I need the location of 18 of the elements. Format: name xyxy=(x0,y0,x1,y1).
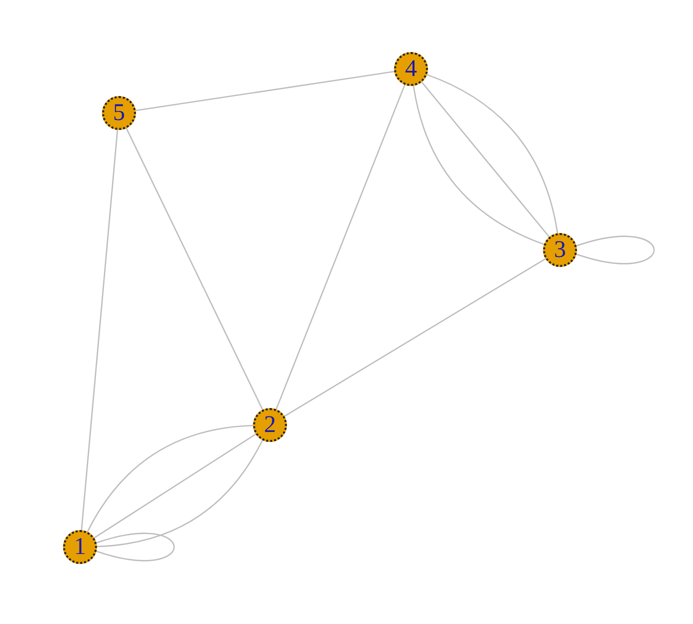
edge-line xyxy=(426,74,558,234)
edge-line xyxy=(576,236,654,264)
vertex-label: 2 xyxy=(264,413,276,437)
vertex-label: 5 xyxy=(113,101,125,125)
edge-line xyxy=(80,130,118,530)
edge-line xyxy=(421,82,550,238)
edge-line xyxy=(126,128,264,410)
edge-line xyxy=(276,84,406,410)
edge-line xyxy=(136,70,394,112)
edge-line xyxy=(86,424,254,532)
edge-line xyxy=(96,532,174,562)
vertex-label: 3 xyxy=(554,238,566,262)
edge-line xyxy=(284,258,546,417)
edge-line xyxy=(94,434,256,538)
edge-line xyxy=(412,86,544,245)
edge-line xyxy=(96,440,264,548)
vertex-label: 1 xyxy=(74,535,86,559)
vertex-label: 4 xyxy=(405,57,417,81)
